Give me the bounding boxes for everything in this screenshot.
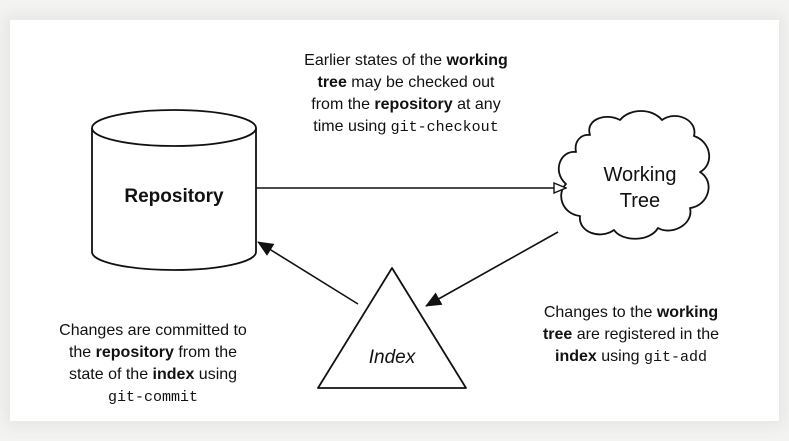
working-tree-cloud-shape: [557, 110, 710, 240]
checkout-emphasis: working: [446, 52, 508, 69]
checkout-annotation-line3: from the repository at any: [246, 94, 566, 116]
checkout-annotation-line4: time using git-checkout: [246, 116, 566, 139]
checkout-text: may be checked out: [346, 74, 495, 91]
checkout-annotation-line2: tree may be checked out: [246, 72, 566, 94]
repository-label: Repository: [124, 186, 224, 207]
commit-command: git-commit: [107, 389, 198, 406]
checkout-annotation-line1: Earlier states of the working: [246, 50, 566, 72]
checkout-text: time using: [313, 118, 391, 135]
checkout-text: at any: [452, 96, 501, 113]
checkout-command: git-checkout: [390, 119, 499, 136]
commit-annotation-line2: the repository from the: [18, 342, 288, 364]
working-tree-label-line2: Tree: [619, 190, 661, 212]
add-text: Changes to the: [543, 304, 657, 321]
commit-text: from the: [173, 344, 238, 361]
add-annotation-line2: tree are registered in the: [496, 324, 766, 346]
index-triangle-shape: [317, 267, 467, 389]
add-text: are registered in the: [572, 326, 720, 343]
checkout-text: Earlier states of the: [304, 52, 447, 69]
commit-emphasis: repository: [95, 344, 174, 361]
working-tree-label: Working Tree: [580, 162, 700, 214]
commit-text: the: [68, 344, 96, 361]
checkout-text: from the: [311, 96, 375, 113]
commit-text: using: [194, 366, 238, 383]
commit-arrow: [257, 241, 359, 305]
commit-text: state of the: [68, 366, 153, 383]
add-command: git-add: [643, 349, 707, 366]
index-label: Index: [368, 347, 416, 368]
commit-annotation-line3: state of the index using: [18, 364, 288, 386]
commit-annotation-line4: git-commit: [18, 386, 288, 409]
commit-emphasis: index: [152, 366, 195, 383]
add-emphasis: index: [555, 348, 597, 365]
checkout-emphasis: repository: [374, 96, 453, 113]
add-text: using: [596, 348, 644, 365]
add-annotation-line1: Changes to the working: [496, 302, 766, 324]
checkout-emphasis: tree: [317, 74, 347, 91]
add-annotation-line3: index using git-add: [496, 346, 766, 369]
commit-annotation: Changes are committed to the repository …: [18, 320, 288, 409]
working-tree-label-line1: Working: [603, 164, 677, 186]
add-emphasis: tree: [542, 326, 573, 343]
checkout-annotation: Earlier states of the working tree may b…: [246, 50, 566, 139]
repository-cylinder-shape: [91, 109, 257, 271]
add-emphasis: working: [656, 304, 719, 321]
add-arrow: [425, 231, 559, 307]
add-annotation: Changes to the working tree are register…: [496, 302, 766, 369]
commit-annotation-line1: Changes are committed to: [59, 322, 247, 339]
